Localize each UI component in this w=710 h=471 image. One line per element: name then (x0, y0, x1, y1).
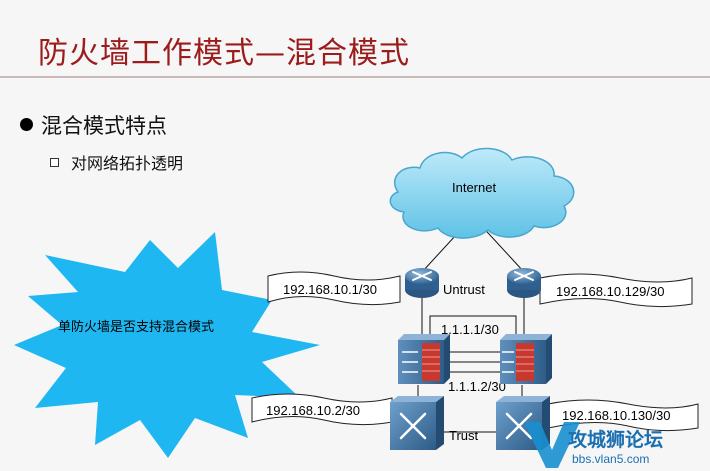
bullet-1-text: 混合模式特点 (41, 114, 167, 138)
label-box-router-right (539, 273, 693, 308)
ip-router-left: 192.168.10.1/30 (283, 282, 377, 297)
bullet-2-text: 对网络拓扑透明 (71, 154, 184, 173)
title-divider (0, 76, 710, 78)
ip-fw-top: 1.1.1.1/30 (441, 322, 499, 337)
firewall-left-icon (398, 334, 450, 384)
untrust-zone-label: Untrust (443, 282, 485, 297)
label-box-switch-right (547, 399, 699, 432)
bullet-square-icon (50, 158, 59, 167)
ip-router-right: 192.168.10.129/30 (556, 284, 664, 299)
watermark-brand: 攻城狮论坛 (568, 428, 663, 451)
router-right-icon (507, 268, 541, 298)
router-left-icon (405, 268, 439, 298)
page-title: 防火墙工作模式—混合模式 (38, 36, 410, 71)
ip-fw-bottom: 1.1.1.2/30 (448, 379, 506, 394)
bullet-dot-icon (20, 118, 33, 131)
cloud-label: Internet (452, 180, 496, 195)
internet-cloud-icon (389, 147, 575, 239)
bullet-level-1: 混合模式特点 (20, 110, 167, 140)
starburst-text: 单防火墙是否支持混合模式 (58, 319, 214, 335)
watermark-v5-icon (524, 422, 580, 468)
watermark-logo: 攻城狮论坛 bbs.vlan5.com (524, 422, 663, 468)
bullet-level-2: 对网络拓扑透明 (50, 150, 183, 174)
firewall-right-icon (500, 334, 552, 384)
switch-left-icon (390, 396, 444, 450)
label-box-router-left (267, 271, 401, 306)
trust-zone-label: Trust (449, 428, 479, 443)
ip-switch-right: 192.168.10.130/30 (562, 408, 670, 423)
ip-switch-left: 192.168.10.2/30 (266, 403, 360, 418)
starburst-shape (14, 232, 320, 458)
watermark-url: bbs.vlan5.com (572, 452, 649, 466)
